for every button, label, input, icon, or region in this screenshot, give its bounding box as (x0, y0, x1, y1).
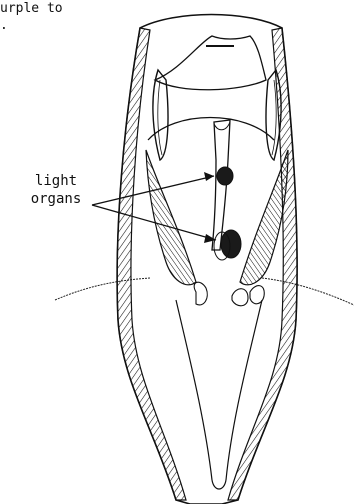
body-outline-right (262, 278, 354, 305)
center-lobe (232, 289, 248, 306)
throat-tip (212, 480, 226, 489)
light-organ-lower (221, 230, 241, 258)
mandible (155, 36, 266, 90)
left-lobe (194, 282, 207, 305)
throat-left (176, 300, 212, 480)
right-gill (240, 150, 288, 285)
light-organ-upper (217, 167, 233, 185)
body-outline-left (55, 278, 150, 300)
left-gill (146, 150, 196, 285)
